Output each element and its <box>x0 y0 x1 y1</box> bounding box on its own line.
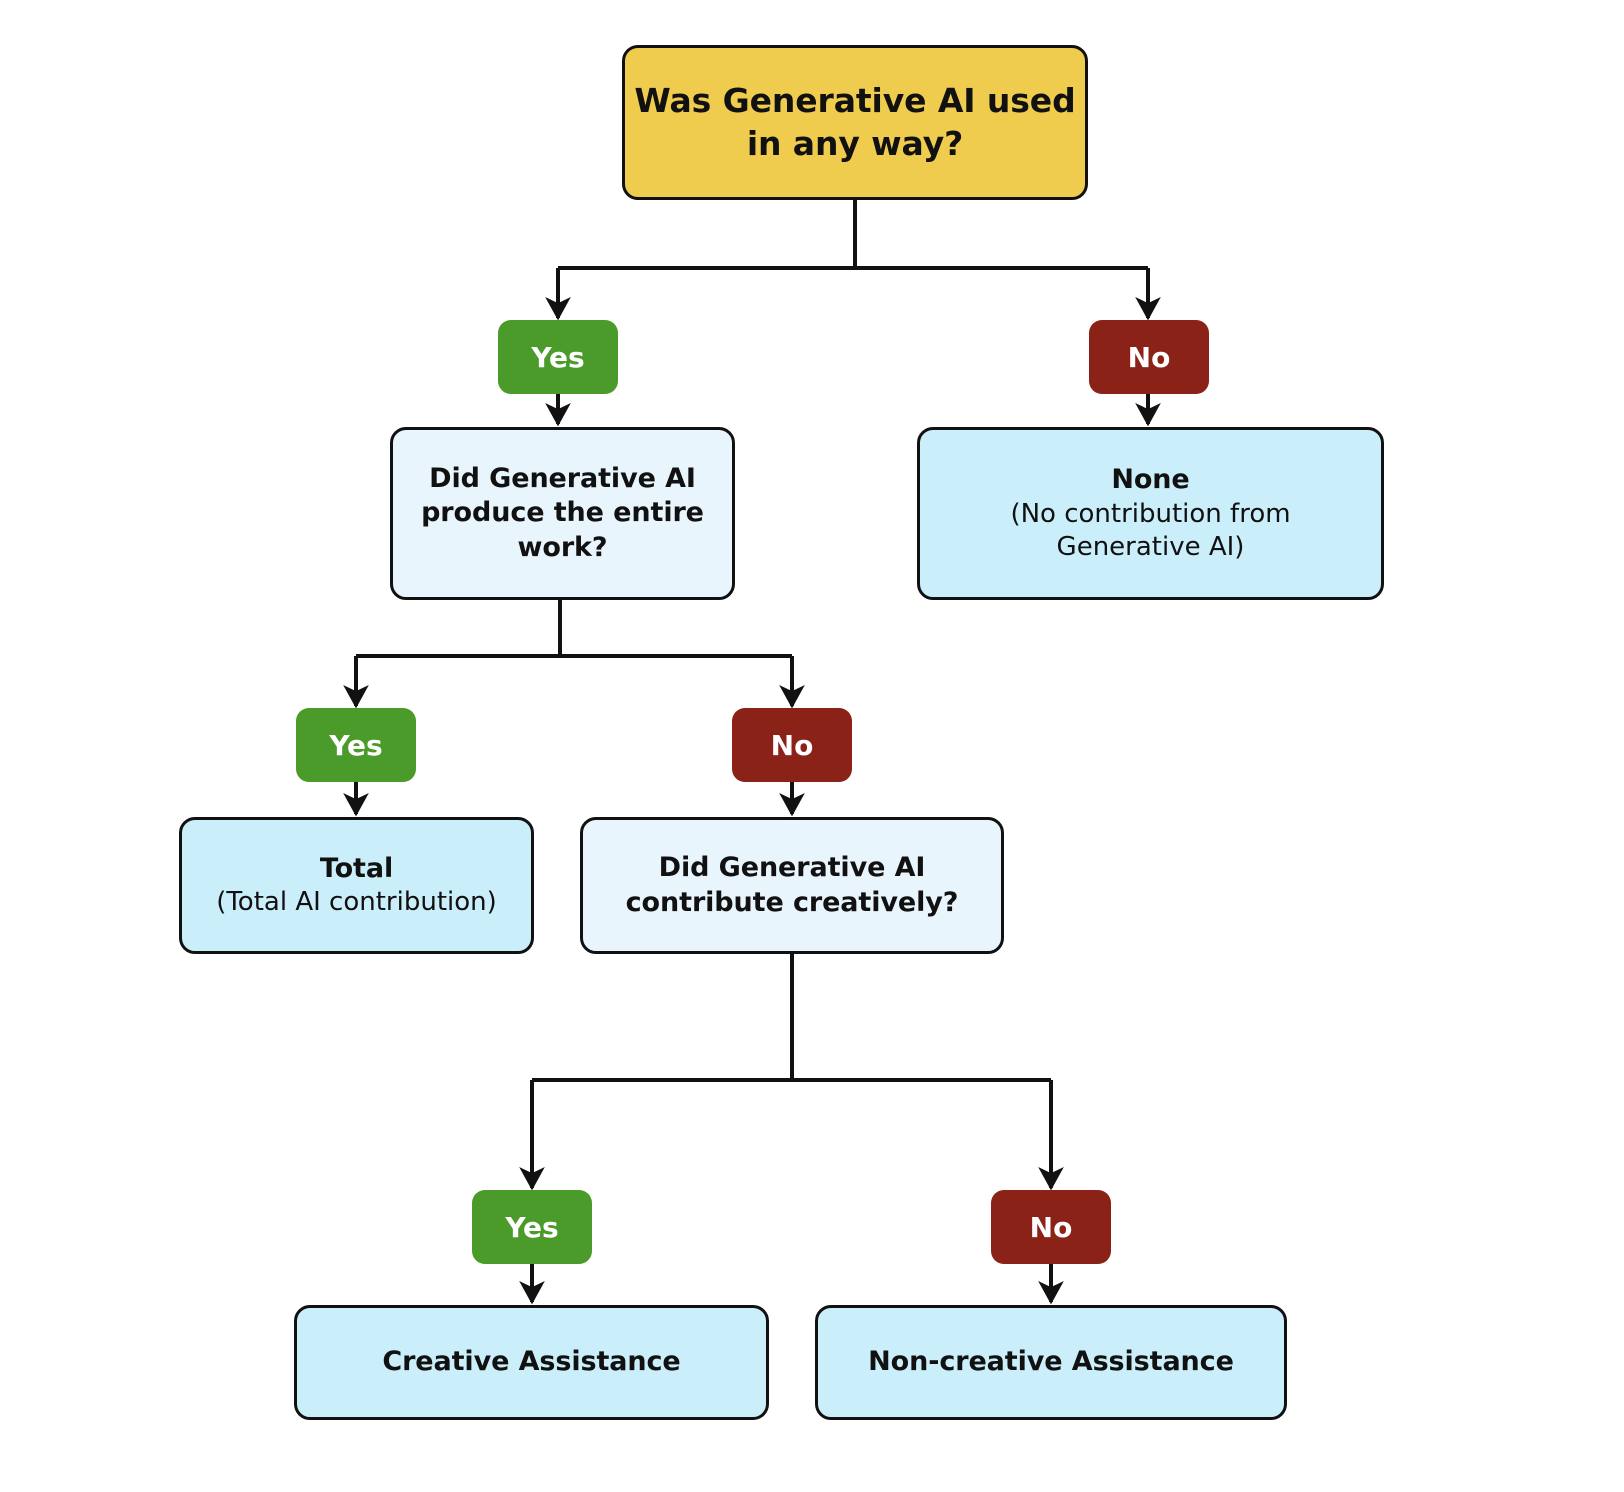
node-outcome-noncreative-assistance[interactable]: Non-creative Assistance <box>815 1305 1287 1420</box>
node-outcome-creative-assistance[interactable]: Creative Assistance <box>294 1305 769 1420</box>
node-outcome-none-subtitle-line1: (No contribution from <box>1010 498 1291 529</box>
node-outcome-total[interactable]: Total (Total AI contribution) <box>179 817 534 954</box>
node-outcome-none[interactable]: None (No contribution from Generative AI… <box>917 427 1384 600</box>
node-root-line2: in any way? <box>746 123 964 163</box>
node-outcome-none-title: None <box>1111 463 1190 495</box>
badge-creative-yes-label: Yes <box>505 1210 559 1244</box>
badge-root-no[interactable]: No <box>1089 320 1209 394</box>
badge-root-yes[interactable]: Yes <box>498 320 618 394</box>
badge-root-yes-label: Yes <box>531 340 585 374</box>
node-question-creative-line2: contribute creatively? <box>625 886 959 918</box>
node-root-line1: Was Generative AI used <box>634 81 1076 121</box>
badge-entire-work-no-label: No <box>770 728 814 762</box>
badge-creative-no[interactable]: No <box>991 1190 1111 1264</box>
node-outcome-total-subtitle: (Total AI contribution) <box>216 887 497 918</box>
node-question-creative-line1: Did Generative AI <box>658 851 926 883</box>
node-question-entire-work[interactable]: Did Generative AI produce the entire wor… <box>390 427 735 600</box>
badge-entire-work-yes-label: Yes <box>329 728 383 762</box>
node-outcome-none-subtitle-line2: Generative AI) <box>1056 531 1245 562</box>
node-outcome-total-title: Total <box>319 852 394 884</box>
node-outcome-noncreative-assistance-title: Non-creative Assistance <box>868 1346 1234 1378</box>
badge-creative-yes[interactable]: Yes <box>472 1190 592 1264</box>
node-question-creative[interactable]: Did Generative AI contribute creatively? <box>580 817 1004 954</box>
badge-entire-work-no[interactable]: No <box>732 708 852 782</box>
node-question-entire-work-line2: produce the entire <box>421 497 704 529</box>
badge-entire-work-yes[interactable]: Yes <box>296 708 416 782</box>
node-root-question[interactable]: Was Generative AI used in any way? <box>622 45 1088 200</box>
node-question-entire-work-line1: Did Generative AI <box>429 462 696 494</box>
node-outcome-creative-assistance-title: Creative Assistance <box>382 1346 681 1378</box>
badge-root-no-label: No <box>1127 340 1171 374</box>
badge-creative-no-label: No <box>1029 1210 1073 1244</box>
node-question-entire-work-line3: work? <box>517 531 608 563</box>
